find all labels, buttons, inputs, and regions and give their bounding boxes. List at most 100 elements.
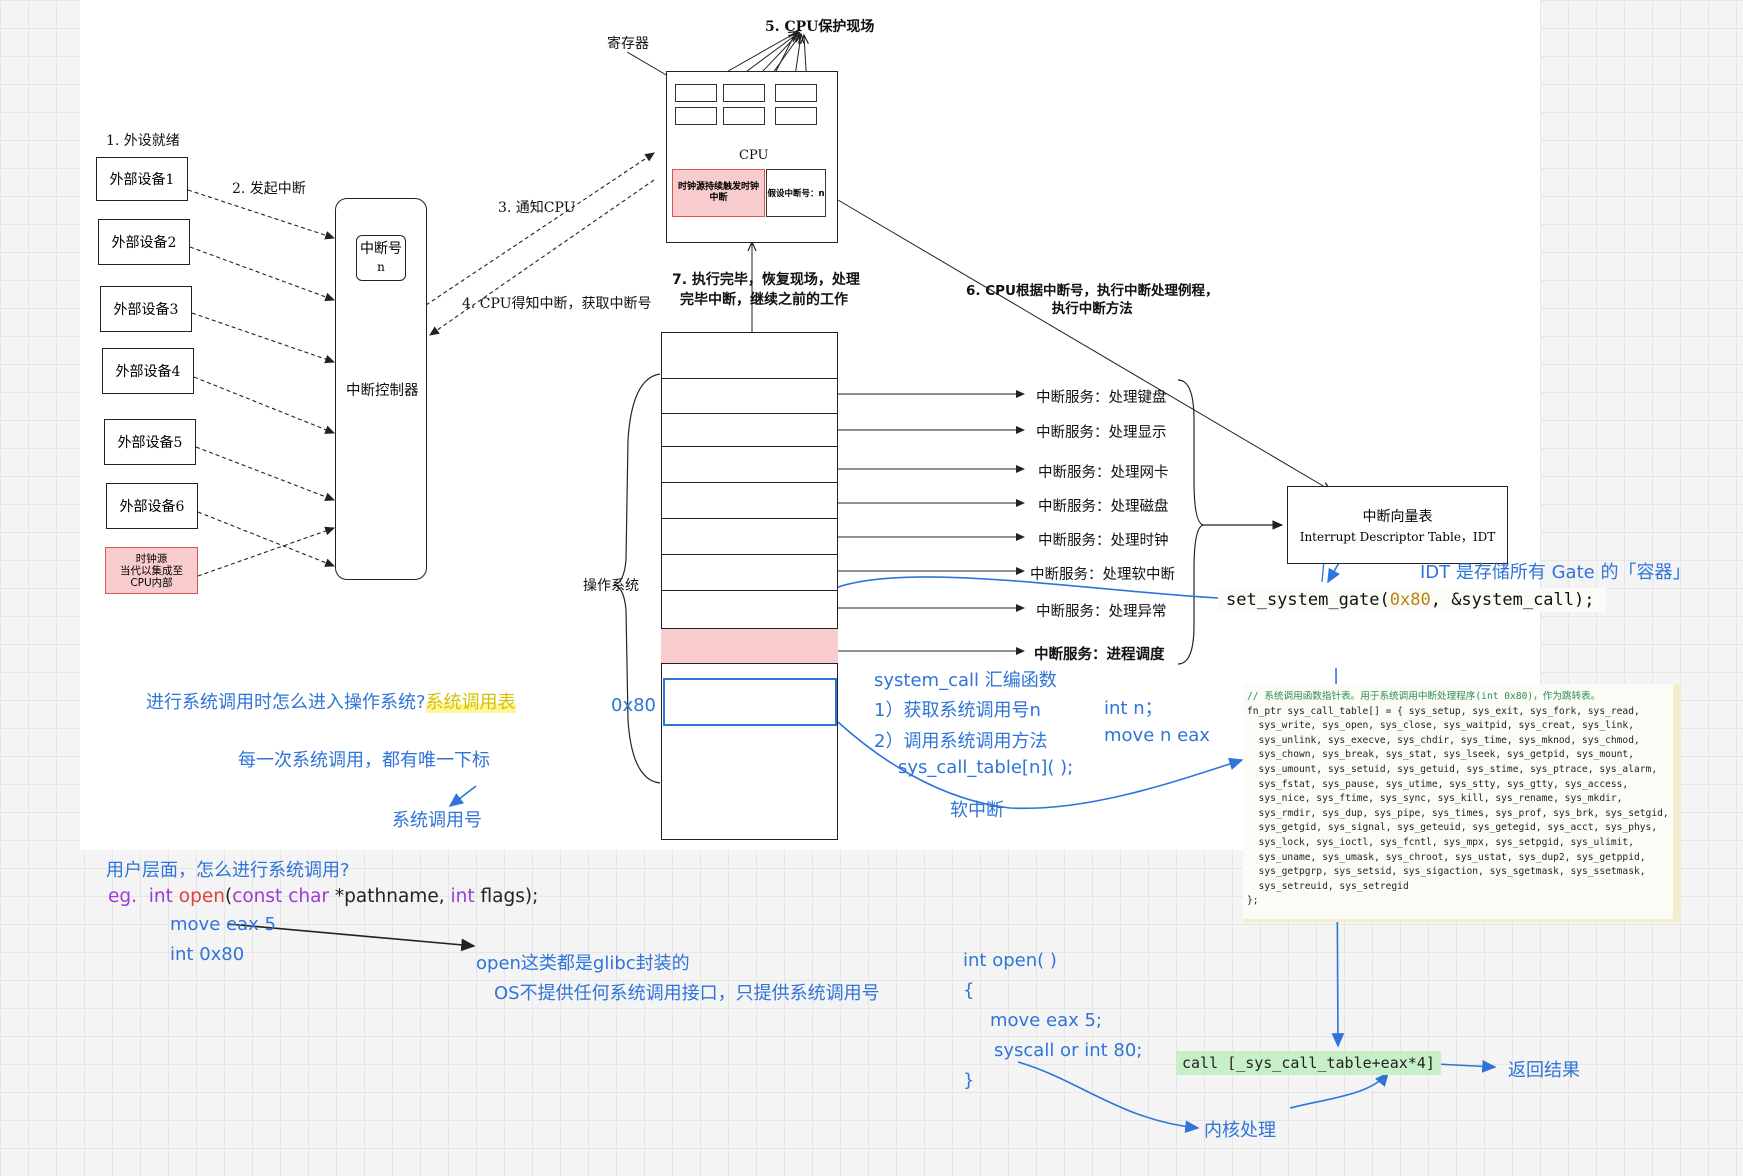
set-gate-prefix: set_system_gate(: [1226, 590, 1390, 610]
os-row-divider: [661, 482, 838, 483]
idt-note: IDT 是存储所有 Gate 的「容器」: [1420, 562, 1691, 583]
code-line-12: sys_uname, sys_umask, sys_chroot, sys_us…: [1247, 851, 1646, 863]
register-5: [723, 107, 765, 125]
code-line-15: };: [1247, 895, 1259, 907]
note-syscall-number: 系统调用号: [392, 810, 482, 831]
os-no-api-note: OS不提供任何系统调用接口，只提供系统调用号: [494, 983, 880, 1004]
asm-title: system_call 汇编函数: [874, 670, 1057, 691]
set-gate-suffix: , &system_call);: [1430, 590, 1595, 610]
step-5-label: 5. CPU保护现场: [765, 19, 875, 35]
device-6: 外部设备6: [106, 483, 198, 529]
service-network: 中断服务：处理网卡: [1038, 465, 1169, 481]
asm-move-n-eax: move n eax: [1104, 725, 1210, 746]
param-pathname: *pathname,: [334, 886, 445, 907]
code-int-open: int open( ): [963, 950, 1057, 971]
code-close-brace: }: [963, 1070, 975, 1091]
kw-int-2: int: [450, 886, 475, 907]
os-to-service-arrows: [822, 390, 1025, 655]
idt-title: 中断向量表: [1362, 508, 1433, 525]
step-6-line-2: 执行中断方法: [1051, 301, 1133, 317]
code-open-brace: {: [963, 980, 975, 1001]
os-row-divider: [661, 518, 838, 519]
idt-subtitle: Interrupt Descriptor Table，IDT: [1299, 529, 1496, 544]
os-row-divider: [661, 590, 838, 591]
asm-step-2: 2）调用系统调用方法: [874, 731, 1048, 752]
os-brace: [613, 373, 661, 784]
cpu-to-idt-arrow: [837, 199, 1330, 490]
cpu-label: CPU: [739, 148, 769, 163]
device-to-controller-arrows: [187, 189, 336, 577]
clock-source-line-1: 时钟源: [135, 552, 168, 565]
fn-open: open: [178, 886, 225, 907]
set-system-gate-code: set_system_gate(0x80, &system_call);: [1218, 588, 1607, 612]
registers-label: 寄存器: [607, 36, 649, 52]
interrupt-controller: 中断号 n 中断控制器: [335, 198, 427, 580]
os-syscall-row: [663, 678, 837, 726]
os-row-divider: [661, 554, 838, 555]
cpu-assume-box: 假设中断号：n: [766, 169, 826, 217]
clock-source-line-2: 当代以集成至: [120, 564, 183, 577]
glibc-note: open这类都是glibc封装的: [476, 953, 690, 974]
code-line-5: sys_chown, sys_break, sys_stat, sys_lsee…: [1247, 749, 1634, 761]
step-2-label: 2. 发起中断: [232, 181, 306, 197]
kw-int: int: [148, 886, 173, 907]
soft-interrupt-label: 软中断: [950, 800, 1004, 821]
code-line-1: // 系统调用函数指针表。用于系统调用中断处理程序(int 0x80)，作为跳转…: [1247, 691, 1601, 702]
code-syscall: syscall or int 80;: [994, 1040, 1143, 1061]
note-how-enter-text: 进行系统调用时怎么进入操作系统?: [146, 692, 426, 713]
device-5: 外部设备5: [104, 419, 196, 465]
cpu-clock-line-1: 时钟源持续触发时钟: [677, 182, 759, 192]
step-7-label: 7. 执行完毕，恢复现场，处理 完毕中断，继续之前的工作: [672, 270, 860, 310]
service-display: 中断服务：处理显示: [1036, 425, 1167, 441]
asm-step-1: 1）获取系统调用号n: [874, 700, 1041, 721]
service-soft-interrupt: 中断服务：处理软中断: [1030, 567, 1175, 583]
interrupt-number-value: n: [377, 260, 385, 274]
service-brace: [1177, 379, 1284, 665]
os-row-divider: [661, 378, 838, 379]
move-eax-5: move eax 5: [170, 914, 276, 935]
clock-source-line-3: CPU内部: [130, 576, 173, 589]
asm-step-3: sys_call_table[n]( );: [898, 757, 1074, 778]
eg-label: eg.: [108, 886, 138, 907]
note-how-enter-os: 进行系统调用时怎么进入操作系统?系统调用表: [146, 688, 516, 714]
kw-char: char: [288, 886, 330, 907]
param-flags: flags);: [480, 886, 539, 907]
sys-call-table-code: // 系统调用函数指针表。用于系统调用中断处理程序(int 0x80)，作为跳转…: [1243, 684, 1681, 922]
call-sys-call-table: call [_sys_call_table+eax*4]: [1176, 1051, 1441, 1075]
code-line-11: sys_lock, sys_ioctl, sys_fcntl, sys_mpx,…: [1247, 836, 1634, 848]
user-level-question: 用户层面，怎么进行系统调用?: [106, 860, 350, 881]
cpu-box: CPU 时钟源持续触发时钟 中断 假设中断号：n: [666, 71, 838, 243]
cpu-clock-box: 时钟源持续触发时钟 中断: [672, 169, 765, 217]
device-3: 外部设备3: [100, 286, 192, 332]
os-stack: [661, 332, 838, 840]
register-3: [775, 84, 817, 102]
note-unique-index: 每一次系统调用，都有唯一下标: [238, 750, 490, 771]
idt-box: 中断向量表 Interrupt Descriptor Table，IDT: [1287, 486, 1508, 564]
service-exception: 中断服务：处理异常: [1036, 604, 1167, 620]
interrupt-number-box: 中断号 n: [356, 235, 406, 281]
device-2: 外部设备2: [98, 219, 190, 265]
os-row-divider: [661, 446, 838, 447]
hex-0x80-label: 0x80: [611, 695, 657, 716]
register-1: [675, 84, 717, 102]
code-line-3: sys_write, sys_open, sys_close, sys_wait…: [1247, 720, 1634, 732]
code-line-2: fn_ptr sys_call_table[] = { sys_setup, s…: [1247, 705, 1640, 717]
kernel-processing-label: 内核处理: [1204, 1120, 1276, 1141]
open-signature: eg. int open(const char *pathname, int f…: [108, 886, 538, 907]
code-line-9: sys_rmdir, sys_dup, sys_pipe, sys_times,…: [1247, 807, 1669, 819]
step-3-label: 3. 通知CPU: [498, 200, 576, 216]
return-result-label: 返回结果: [1508, 1060, 1580, 1081]
step-1-label: 1. 外设就绪: [106, 133, 180, 149]
step-4-label: 4. CPU得知中断，获取中断号: [462, 296, 652, 312]
paren-open: (: [224, 886, 233, 907]
service-scheduler: 中断服务：进程调度: [1034, 647, 1165, 663]
step-6-label: 6. CPU根据中断号，执行中断处理例程， 执行中断方法: [966, 282, 1219, 318]
code-line-7: sys_fstat, sys_pause, sys_utime, sys_stt…: [1247, 778, 1629, 790]
controller-cpu-arrows: [425, 152, 655, 336]
os-scheduler-row: [661, 628, 838, 664]
note-syscall-table: 系统调用表: [425, 692, 516, 713]
device-1: 外部设备1: [96, 157, 188, 201]
step-6-line-1: 6. CPU根据中断号，执行中断处理例程，: [966, 283, 1219, 299]
code-line-14: sys_setreuid, sys_setregid: [1247, 880, 1409, 892]
